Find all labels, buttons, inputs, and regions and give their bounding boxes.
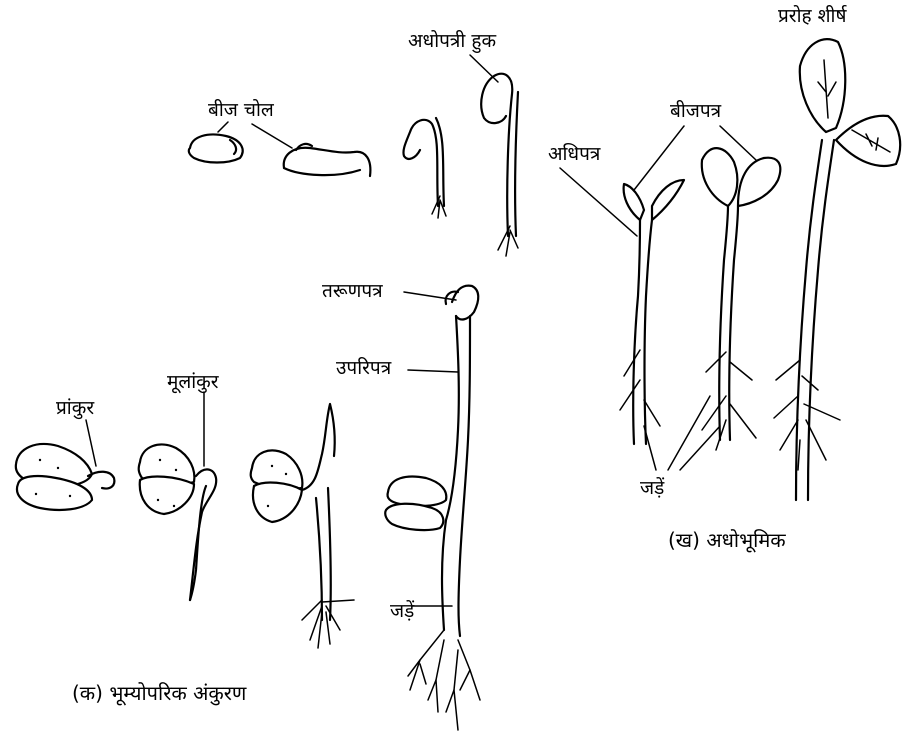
label-cotyledon: बीजपत्र [670,99,722,122]
label-young-leaf: तरूणपत्र [322,280,383,302]
hypogeal-stage-3 [774,39,900,500]
label-epicotyl-left: उपरिपत्र [336,356,392,379]
label-radicle: मूलांकुर [167,371,220,394]
label-seed-coat: बीज चोल [208,98,275,121]
epigeal-stage-1 [16,444,115,510]
label-roots-right: जड़ें [640,476,665,499]
label-hypocotyl-hook: अधोपत्री हुक [408,29,496,54]
label-epicotyl: अधिपत्र [548,142,601,165]
epigeal-stage-4 [385,286,480,730]
seedling-hook-stage-3 [403,118,446,218]
seed-stage-2 [284,144,371,176]
epigeal-stage-3 [251,404,340,648]
label-shoot-tip: प्ररोह शीर्ष [778,4,847,27]
seedling-hook-stage-4 [481,74,518,256]
caption-epigeal: (क) भूम्योपरिक अंकुरण [72,681,247,706]
epigeal-stage-2 [139,444,217,600]
seed-stage-1 [189,135,243,163]
label-plumule: प्रांकुर [56,397,95,420]
caption-hypogeal: (ख) अधोभूमिक [668,528,786,553]
hypogeal-stage-2 [702,148,781,450]
label-roots-left: जड़ें [390,599,415,622]
hypogeal-stage-1 [620,180,684,444]
